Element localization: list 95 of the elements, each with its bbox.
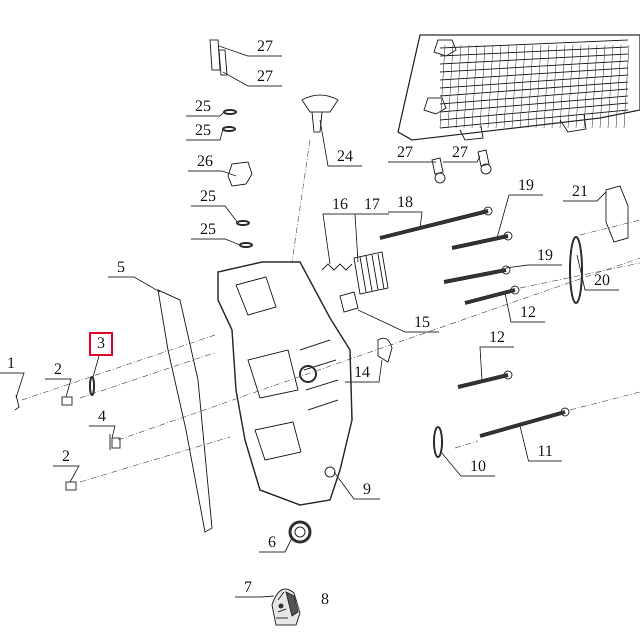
plug-drawing <box>378 338 392 362</box>
callout-number: 17 <box>361 196 383 214</box>
leader-line <box>190 206 238 224</box>
callout-number: 27 <box>254 38 276 56</box>
leader-line <box>186 128 224 140</box>
leader-line <box>258 538 292 552</box>
leader-line <box>52 466 80 482</box>
callout-number: 27 <box>394 144 416 162</box>
callout-number: 14 <box>351 364 373 382</box>
ring-drawing <box>222 126 236 132</box>
leader-line <box>576 254 620 290</box>
callout-number: 10 <box>467 458 489 476</box>
bolt-drawing <box>380 206 492 240</box>
leader-line <box>188 170 236 176</box>
pin-drawing <box>62 396 72 406</box>
ring-drawing <box>236 220 250 226</box>
leader-line <box>108 276 160 292</box>
bolt-drawing <box>110 434 120 450</box>
leader-line <box>440 452 496 476</box>
gasket-drawing <box>157 289 213 533</box>
bolt-drawing <box>477 149 492 174</box>
ring-drawing <box>239 242 253 248</box>
leader-line <box>320 120 362 166</box>
callout-number: 9 <box>360 481 374 499</box>
leader-line <box>562 192 606 202</box>
filter-drawing <box>354 251 389 294</box>
callout-number: 20 <box>591 272 613 290</box>
callout-number: 24 <box>334 148 356 166</box>
callout-number: 25 <box>197 188 219 206</box>
leader-line <box>322 214 358 264</box>
bracket-drawing <box>339 291 359 313</box>
leader-line <box>0 372 25 398</box>
callout-number: 18 <box>394 194 416 212</box>
leader-line <box>358 310 440 332</box>
callout-number: 5 <box>114 259 128 277</box>
callout-number: 1 <box>4 355 18 373</box>
spring-drawing <box>322 263 352 271</box>
fitting-drawing <box>227 161 253 187</box>
leader-line <box>92 356 100 378</box>
bolt-drawing <box>431 157 446 184</box>
leader-line <box>442 156 480 162</box>
oil-seal-drawing <box>288 520 312 544</box>
callout-number: 12 <box>517 304 539 322</box>
ring-drawing <box>433 426 443 458</box>
callout-number: 7 <box>241 579 255 597</box>
callout-number: 16 <box>329 196 351 214</box>
callout-number: 2 <box>59 448 73 466</box>
callout-number: 4 <box>95 408 109 426</box>
bolt-drawing <box>479 408 570 438</box>
leader-line <box>88 426 116 438</box>
callout-number: 25 <box>197 221 219 239</box>
callout-number: 3 <box>89 332 113 356</box>
callout-number: 21 <box>569 183 591 201</box>
callout-number: 19 <box>534 247 556 265</box>
cap-drawing <box>606 185 628 243</box>
dipstick-drawing <box>302 94 338 132</box>
bolt-drawing <box>464 286 520 305</box>
callout-number: 6 <box>265 534 279 552</box>
bolt-drawing <box>444 266 510 284</box>
bolt-drawing <box>458 370 512 389</box>
ring-drawing <box>223 109 237 115</box>
leader-line <box>520 426 562 462</box>
callout-number: 8 <box>320 591 330 609</box>
callout-number: 2 <box>51 361 65 379</box>
callout-number: 19 <box>515 177 537 195</box>
callout-number: 27 <box>449 144 471 162</box>
leader-line <box>44 378 72 398</box>
clip-drawing <box>14 394 20 410</box>
engine-cover-drawing <box>217 261 353 506</box>
pin-drawing <box>66 482 76 490</box>
ring-drawing <box>569 236 583 304</box>
callout-number: 25 <box>192 122 214 140</box>
leader-line <box>222 72 282 86</box>
callout-number: 15 <box>411 314 433 332</box>
leader-line <box>234 596 274 598</box>
callout-number: 12 <box>486 329 508 347</box>
leader-line <box>344 360 382 382</box>
leader-line <box>480 346 514 382</box>
leader-line <box>186 112 224 116</box>
bolt-drawing <box>452 232 512 250</box>
callout-number: 11 <box>534 443 556 461</box>
leader-line <box>218 46 282 56</box>
bolt-drawing <box>209 40 221 70</box>
leader-line <box>354 214 390 262</box>
leader-line <box>190 238 240 246</box>
leader-line <box>496 194 544 238</box>
cover-part-drawing <box>272 588 300 626</box>
callout-number: 27 <box>254 68 276 86</box>
bolt-drawing <box>218 50 228 76</box>
callout-number: 25 <box>192 98 214 116</box>
leader-line <box>504 292 546 322</box>
leader-line <box>334 472 380 500</box>
callout-number: 26 <box>194 153 216 171</box>
ring-drawing <box>89 376 95 396</box>
leader-line <box>506 264 562 268</box>
